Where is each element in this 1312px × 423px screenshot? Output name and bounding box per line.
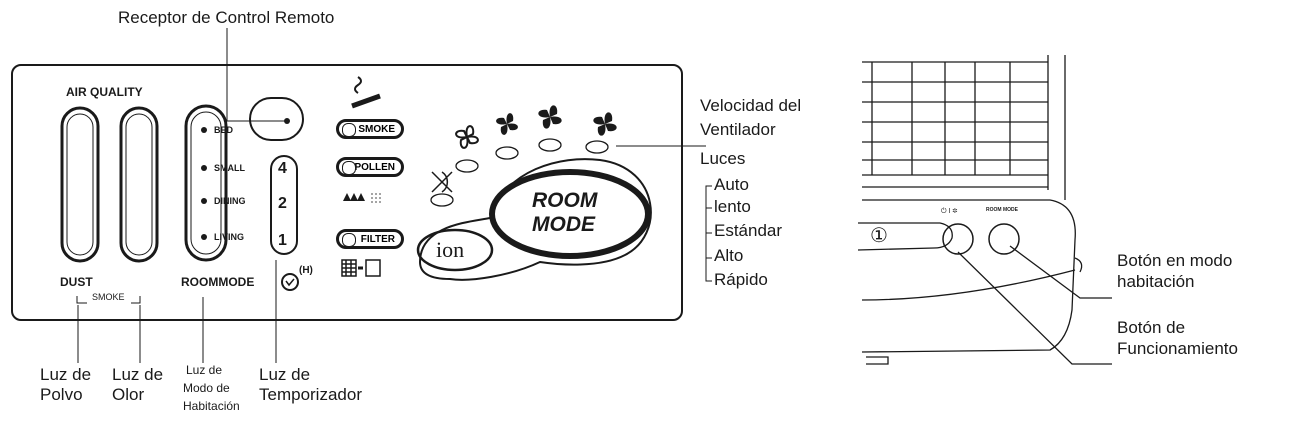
room-mode-lamp-inner [190,111,222,255]
dot-small [201,165,207,171]
fan-speed-line1: Velocidad del [700,96,802,115]
fan-speed-high: Alto [714,246,744,265]
timer-light-line1: Luz de [259,365,311,384]
room-mode-button-unit [988,223,1020,255]
leader-receiver [226,28,287,122]
dot-bed [201,127,207,133]
control-panel-outline [11,64,683,321]
odor-light-line1: Luz de [112,365,164,384]
filter-button[interactable]: FILTER [336,229,404,249]
fan-speed-line2: Ventilador [700,120,776,139]
remote-receiver-label: Receptor de Control Remoto [118,8,335,27]
dust-lamp [60,106,100,263]
room-light-line3: Habitación [183,399,240,413]
timer-icon [281,273,299,291]
fan-speed-low: lento [714,197,751,216]
fan-icons [455,105,617,149]
room-mode-small-label: ROOM MODE [986,207,1018,213]
power-button-callout-2: Funcionamiento [1117,339,1238,358]
fan-lamp-auto [430,193,454,207]
odor-lamp [119,106,159,263]
unit-drawing [857,55,1112,365]
fan-icon-low [455,125,479,149]
dust-label: DUST [60,275,93,289]
room-mode-lamp [184,104,228,262]
dot-dining [201,198,207,204]
odor-lamp-inner [125,113,153,256]
fan-icon-auto [431,171,453,193]
dust-light-line2: Polvo [40,385,83,404]
filter-icon [341,259,381,277]
timer-1: 1 [278,232,287,249]
room-mode-button-callout-2: habitación [1117,272,1195,291]
room-light-line2: Modo de [183,381,230,395]
fan-icon-std [496,113,518,135]
pollen-icon [343,193,381,203]
air-quality-label: AIR QUALITY [66,85,143,99]
remote-receiver-window [249,97,304,141]
room-mode-button-shape [489,169,651,259]
fan-icon-high [538,105,562,129]
smoke-icon [351,76,381,109]
finger-marker: ① [870,225,888,247]
ion-button-label[interactable]: ion [436,237,465,262]
timer-2: 2 [278,195,287,212]
room-living: LIVING [214,232,245,242]
fan-lamp-rapid [585,140,609,154]
power-button-callout-1: Botón de [1117,318,1186,337]
timer-4: 4 [278,160,287,177]
timer-h-label: (H) [299,265,313,276]
dot-living [201,234,207,240]
fan-icon-rapid [593,112,617,136]
timer-lamp [270,155,298,255]
room-small: SMALL [214,163,245,173]
room-bed: BED [214,125,234,135]
fan-speed-auto: Auto [714,175,749,194]
fan-lamp-high [538,138,562,152]
dust-lamp-inner [66,113,94,256]
timer-light-line2: Temporizador [259,385,362,404]
finger-icon [857,222,953,251]
fan-speed-rapid: Rápido [714,270,768,289]
power-button-shape [942,223,974,255]
fan-speed-line3: Luces [700,149,746,168]
odor-light-line2: Olor [112,385,145,404]
dust-light-line1: Luz de [40,365,92,384]
smoke-bracket-label: SMOKE [92,292,125,302]
fan-lamp-std [495,146,519,160]
room-light-line1: Luz de [186,363,223,377]
power-symbol-label: ⏻ I ✲ [941,208,958,215]
room-mode-button-line1[interactable]: ROOM [532,189,598,212]
fan-speed-standard: Estándar [714,221,783,240]
room-dining: DINING [214,196,246,206]
room-mode-button-line2[interactable]: MODE [532,213,595,236]
room-mode-button-callout-1: Botón en modo [1117,251,1233,270]
smoke-button[interactable]: SMOKE [336,119,404,139]
ion-button-shape [416,228,494,272]
pollen-button[interactable]: POLLEN [336,157,404,177]
room-mode-panel-label: ROOMMODE [181,275,255,289]
fan-lamp-low [455,159,479,173]
